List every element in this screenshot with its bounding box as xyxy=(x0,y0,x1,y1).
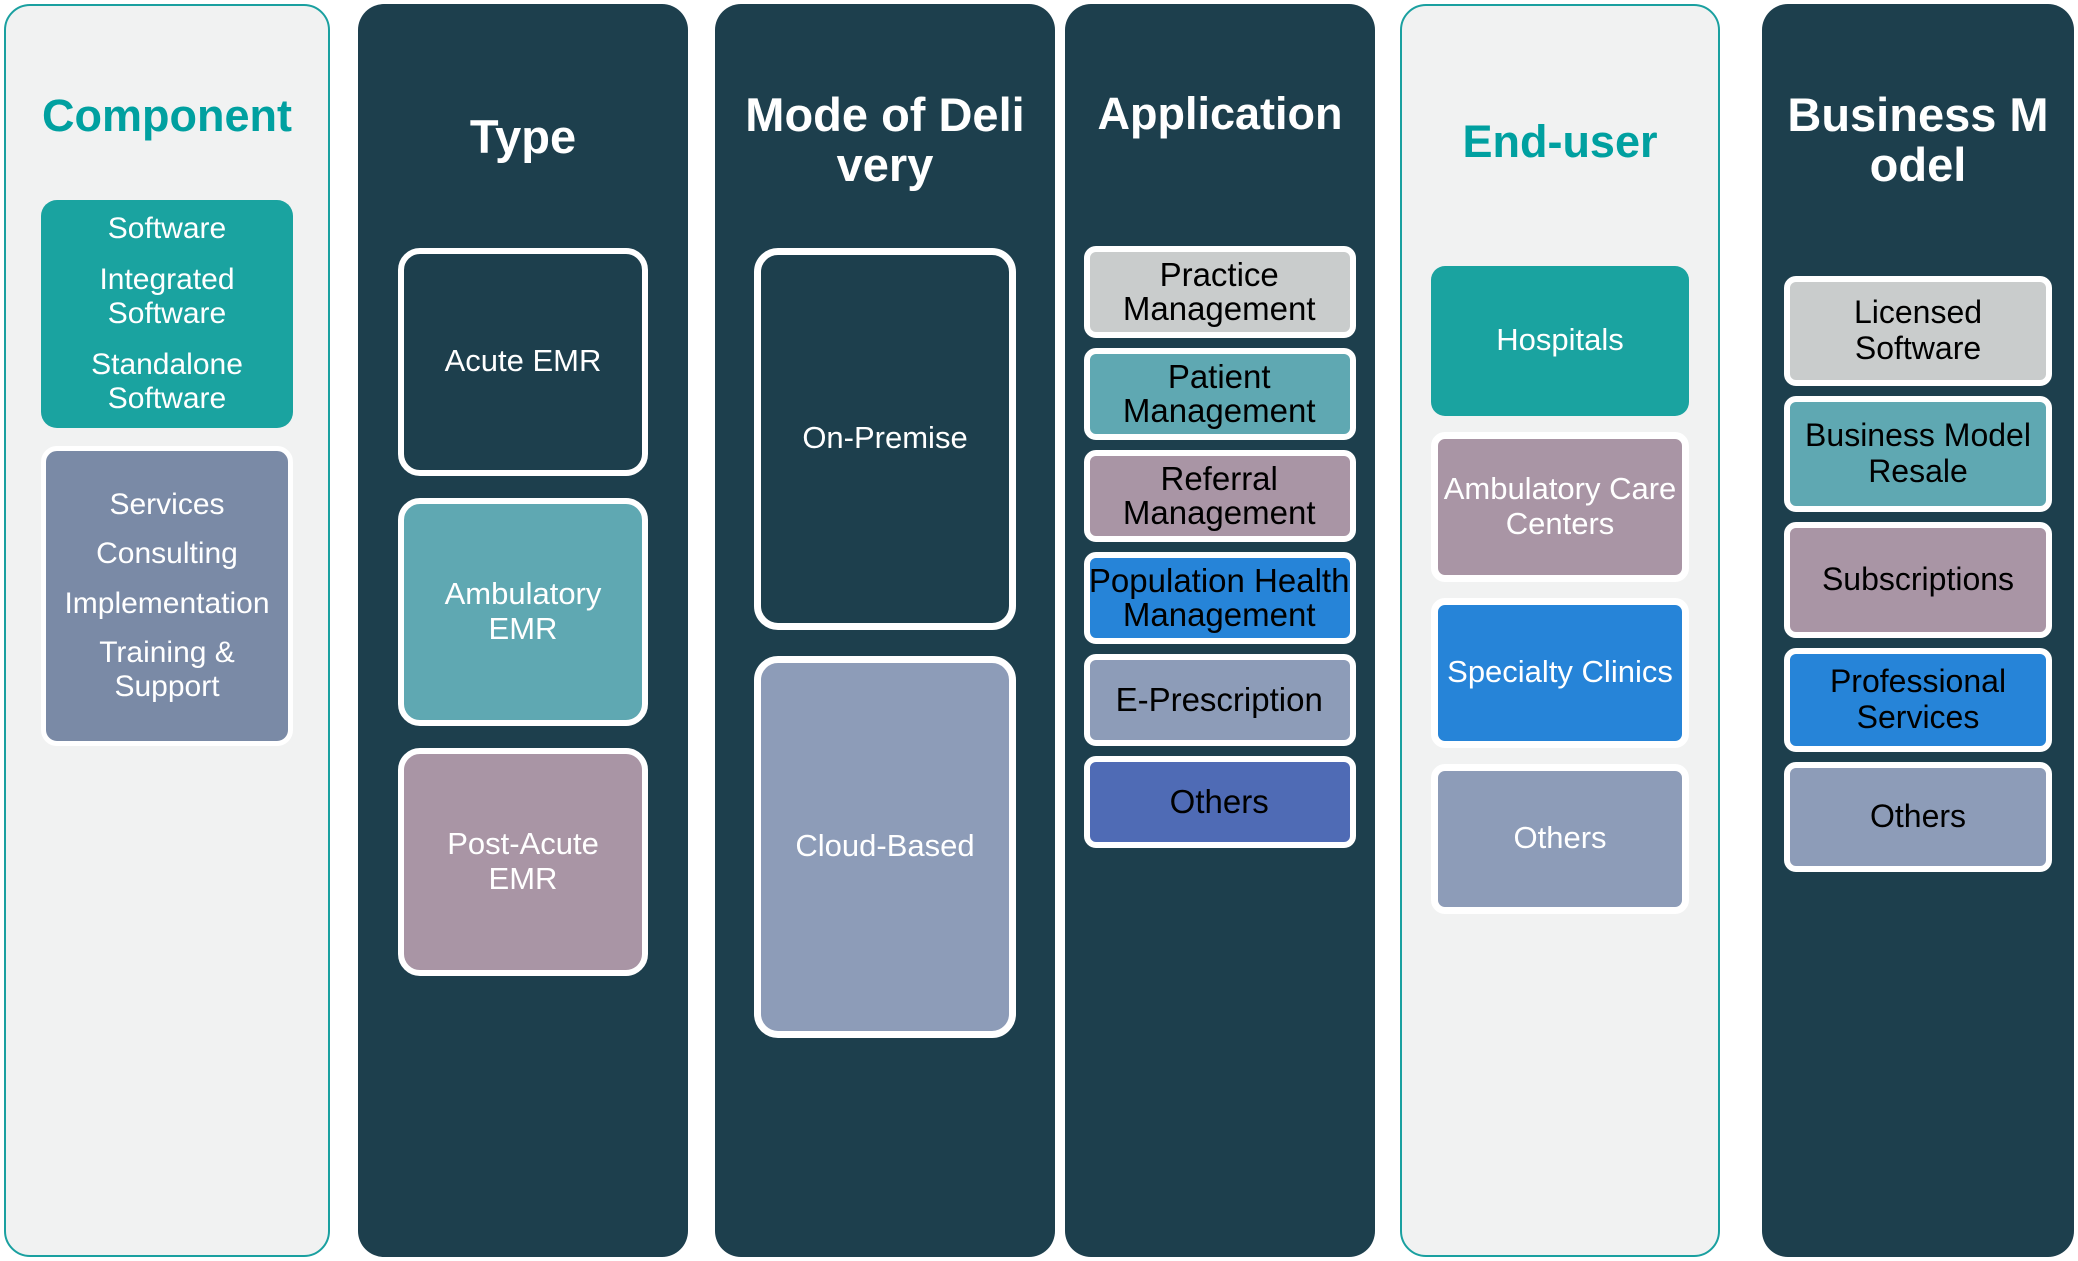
column-items-business-model: Licensed Software Business Model Resale … xyxy=(1762,275,2074,872)
chip-business-model-resale[interactable]: Business Model Resale xyxy=(1784,395,2052,512)
chip-subscriptions[interactable]: Subscriptions xyxy=(1784,521,2052,638)
chip-label-application-others: Others xyxy=(1169,782,1269,820)
chip-acute-emr[interactable]: Acute EMR xyxy=(398,247,648,476)
chip-patient-management[interactable]: Patient Management xyxy=(1084,347,1356,440)
column-items-type: Acute EMR Ambulatory EMR Post-Acute EMR xyxy=(358,247,688,976)
column-component[interactable]: Component Software Integrated Software S… xyxy=(4,4,330,1257)
column-title-application: Application xyxy=(1097,88,1343,139)
chip-label-subscriptions: Subscriptions xyxy=(1821,560,2015,597)
column-application[interactable]: Application Practice Management Patient … xyxy=(1065,4,1375,1257)
column-items-application: Practice Management Patient Management R… xyxy=(1065,245,1375,848)
chip-line-implementation: Implementation xyxy=(64,586,270,620)
chip-application-others[interactable]: Others xyxy=(1084,755,1356,848)
chip-practice-management[interactable]: Practice Management xyxy=(1084,245,1356,338)
chip-label-end-user-others: Others xyxy=(1513,820,1607,856)
column-items-component: Software Integrated Software Standalone … xyxy=(6,199,328,746)
column-items-mode-of-delivery: On-Premise Cloud-Based xyxy=(715,247,1055,1038)
chip-line-services: Services xyxy=(109,487,225,521)
chip-population-health-management[interactable]: Population Health Management xyxy=(1084,551,1356,644)
chip-label-patient-management: Patient Management xyxy=(1122,357,1316,429)
chip-business-model-others[interactable]: Others xyxy=(1784,761,2052,872)
chip-line-standalone-software: Standalone Software xyxy=(91,348,243,416)
chip-label-referral-management: Referral Management xyxy=(1122,459,1316,531)
chip-ambulatory-emr[interactable]: Ambulatory EMR xyxy=(398,497,648,726)
chip-post-acute-emr[interactable]: Post-Acute EMR xyxy=(398,747,648,976)
chip-line-software: Software xyxy=(107,211,227,245)
column-title-business-model: Business Model xyxy=(1787,88,2049,191)
chip-line-integrated-software: Integrated Software xyxy=(99,263,235,330)
chip-on-premise[interactable]: On-Premise xyxy=(754,247,1016,630)
chip-ambulatory-care-centers[interactable]: Ambulatory Care Centers xyxy=(1431,431,1689,582)
chip-label-practice-management: Practice Management xyxy=(1122,255,1316,327)
chip-cloud-based[interactable]: Cloud-Based xyxy=(754,655,1016,1038)
chip-professional-services[interactable]: Professional Services xyxy=(1784,647,2052,752)
column-type[interactable]: Type Acute EMR Ambulatory EMR Post-Acute… xyxy=(358,4,688,1257)
chip-line-consulting: Consulting xyxy=(96,537,238,571)
chip-label-on-premise: On-Premise xyxy=(802,420,968,456)
chip-services[interactable]: Services Consulting Implementation Train… xyxy=(41,445,293,746)
chip-licensed-software[interactable]: Licensed Software xyxy=(1784,275,2052,386)
column-end-user[interactable]: End-user Hospitals Ambulatory Care Cente… xyxy=(1400,4,1720,1257)
chip-label-acute-emr: Acute EMR xyxy=(444,343,602,379)
column-business-model[interactable]: Business Model Licensed Software Busines… xyxy=(1762,4,2074,1257)
chip-label-licensed-software: Licensed Software xyxy=(1853,293,1983,366)
column-items-end-user: Hospitals Ambulatory Care Centers Specia… xyxy=(1402,265,1718,914)
chip-line-training-and-support: Training & Support xyxy=(99,636,235,704)
column-mode-of-delivery[interactable]: Mode of Delivery On-Premise Cloud-Based xyxy=(715,4,1055,1257)
chip-hospitals[interactable]: Hospitals xyxy=(1431,265,1689,416)
chip-e-prescription[interactable]: E-Prescription xyxy=(1084,653,1356,746)
chip-label-hospitals: Hospitals xyxy=(1496,322,1624,358)
column-title-end-user: End-user xyxy=(1462,116,1658,167)
chip-label-business-model-others: Others xyxy=(1869,797,1967,834)
chip-referral-management[interactable]: Referral Management xyxy=(1084,449,1356,542)
column-title-type: Type xyxy=(469,110,577,163)
chip-label-specialty-clinics: Specialty Clinics xyxy=(1447,654,1673,690)
chip-label-post-acute-emr: Post-Acute EMR xyxy=(447,826,599,896)
chip-label-professional-services: Professional Services xyxy=(1829,662,2007,735)
chip-label-population-health-management: Population Health Management xyxy=(1088,561,1350,633)
column-title-mode-of-delivery: Mode of Delivery xyxy=(745,88,1025,191)
chip-label-ambulatory-emr: Ambulatory EMR xyxy=(444,576,602,646)
chip-label-ambulatory-care-centers: Ambulatory Care Centers xyxy=(1443,470,1677,541)
chip-label-e-prescription: E-Prescription xyxy=(1115,680,1323,718)
column-title-component: Component xyxy=(42,90,292,141)
chip-label-cloud-based: Cloud-Based xyxy=(795,828,975,864)
chip-end-user-others[interactable]: Others xyxy=(1431,763,1689,914)
chip-software[interactable]: Software Integrated Software Standalone … xyxy=(41,199,293,428)
chip-specialty-clinics[interactable]: Specialty Clinics xyxy=(1431,597,1689,748)
chip-label-business-model-resale: Business Model Resale xyxy=(1805,416,2031,489)
